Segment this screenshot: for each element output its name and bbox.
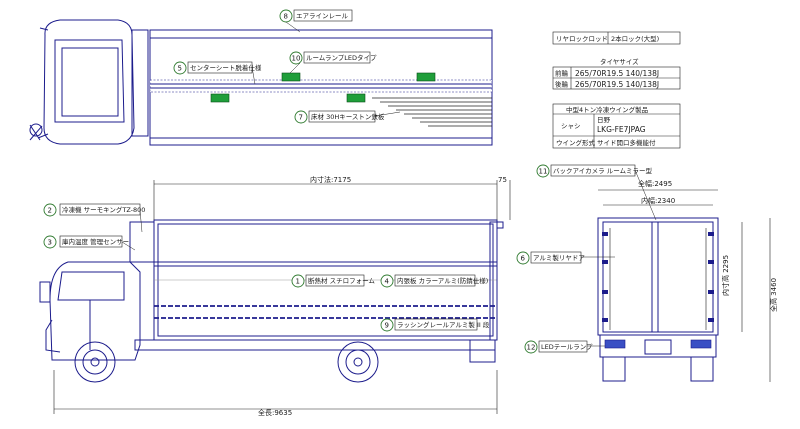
rear-wheel [337, 341, 379, 383]
callout-6: 6 アルミ製リヤドア [516, 251, 585, 265]
svg-text:バックアイカメラ ルームミラー型: バックアイカメラ ルームミラー型 [553, 166, 653, 175]
svg-text:センターシート脱着仕様: センターシート脱着仕様 [190, 63, 262, 72]
room-lamp [416, 72, 436, 82]
svg-text:12: 12 [527, 344, 536, 352]
svg-text:内張板 カラーアルミ(防錆仕様): 内張板 カラーアルミ(防錆仕様) [397, 276, 488, 285]
svg-text:シャシ: シャシ [561, 122, 581, 130]
callout-9: 9 ラッシングレールアルミ製 II 段 [380, 318, 490, 332]
svg-text:後輪: 後輪 [555, 80, 569, 89]
svg-text:日野: 日野 [597, 116, 611, 124]
dim-inner-width: 内幅:2340 [641, 196, 675, 205]
svg-text:サイド開口多機能付: サイド開口多機能付 [597, 138, 656, 147]
svg-text:床材 30Hキーストン鉄板: 床材 30Hキーストン鉄板 [311, 112, 385, 121]
svg-text:前輪: 前輪 [555, 69, 569, 78]
room-lamp [281, 72, 301, 82]
side-view [39, 219, 504, 383]
callout-7: 7 床材 30Hキーストン鉄板 [294, 110, 385, 124]
cab-top-view [29, 19, 149, 145]
dim-inner-height: 内寸高 2295 [721, 255, 730, 296]
svg-text:エアラインレール: エアラインレール [296, 12, 349, 20]
tail-lamp-right [690, 339, 712, 349]
cab-side-view [39, 261, 141, 361]
svg-text:LEDテールランプ: LEDテールランプ [541, 343, 593, 351]
tail-lamp-left [604, 339, 626, 349]
door-hinges [602, 232, 714, 322]
spec-vehicle-table: 中型4トン冷凍ウイング製品 シャシ 日野 LKG-FE7JPAG ウイング形式 … [552, 103, 681, 149]
svg-text:8: 8 [284, 13, 288, 21]
dim-inner-length: 内寸法:7175 [310, 175, 351, 184]
dim-overall-height: 全高 3460 [769, 278, 778, 312]
center-sheet-band [149, 79, 493, 93]
svg-text:LKG-FE7JPAG: LKG-FE7JPAG [597, 125, 646, 134]
room-lamp [210, 93, 230, 103]
callout-8: 8 エアラインレール [279, 9, 353, 23]
svg-text:リヤロックロッド: リヤロックロッド [556, 35, 608, 43]
svg-text:9: 9 [385, 322, 389, 330]
svg-text:ラッシングレールアルミ製 II 段: ラッシングレールアルミ製 II 段 [397, 320, 490, 329]
rear-view [597, 217, 719, 382]
svg-text:11: 11 [539, 168, 548, 176]
svg-text:断熱材 スチロフォーム: 断熱材 スチロフォーム [308, 276, 375, 285]
svg-text:10: 10 [292, 55, 301, 63]
chassis-frame [134, 339, 496, 351]
callout-4: 4 内張板 カラーアルミ(防錆仕様) [380, 274, 488, 288]
callout-3: 3 庫内温度 管理センサー [43, 235, 129, 249]
svg-text:庫内温度 管理センサー: 庫内温度 管理センサー [62, 237, 129, 246]
svg-text:7: 7 [299, 114, 303, 122]
svg-text:ルームランプLEDタイプ: ルームランプLEDタイプ [306, 53, 377, 62]
svg-text:6: 6 [521, 255, 526, 263]
svg-text:ウイング形式: ウイング形式 [556, 138, 596, 147]
callout-5: 5 センターシート脱着仕様 [173, 61, 262, 75]
svg-text:中型4トン冷凍ウイング製品: 中型4トン冷凍ウイング製品 [566, 105, 648, 114]
lashing-rails [154, 305, 497, 319]
callout-12: 12 LEDテールランプ [524, 340, 593, 354]
reefer-unit [129, 221, 155, 263]
leader-lines [121, 21, 657, 347]
room-lamp [346, 93, 366, 103]
spec-tire-table: タイヤサイズ 前輪 265/70R19.5 140/138J 後輪 265/70… [552, 57, 681, 90]
svg-text:1: 1 [296, 278, 300, 286]
dim-overall-length: 全長:9635 [258, 408, 292, 417]
svg-text:2: 2 [48, 207, 52, 215]
spec-lock-table: リヤロックロッド 2本ロック(大型) [552, 31, 681, 45]
svg-text:タイヤサイズ: タイヤサイズ [600, 57, 639, 66]
callout-10: 10 ルームランプLEDタイプ [289, 51, 377, 65]
svg-text:265/70R19.5 140/138J: 265/70R19.5 140/138J [575, 69, 659, 78]
svg-text:2本ロック(大型): 2本ロック(大型) [611, 34, 659, 43]
callout-1: 1 断熱材 スチロフォーム [291, 274, 375, 288]
dim-offset: 75 [498, 176, 507, 184]
dim-outer-width: 全幅:2495 [638, 179, 672, 188]
svg-text:4: 4 [385, 278, 390, 286]
callout-2: 2 冷凍機 サーモキングTZ-800 [43, 203, 145, 217]
top-view [29, 19, 493, 146]
camera-mount [496, 221, 504, 229]
svg-text:5: 5 [178, 65, 182, 73]
front-wheel [74, 341, 116, 383]
svg-text:冷凍機 サーモキングTZ-800: 冷凍機 サーモキングTZ-800 [62, 205, 145, 214]
svg-text:3: 3 [48, 239, 52, 247]
callout-11: 11 バックアイカメラ ルームミラー型 [536, 164, 653, 178]
keystone-floor-stripes [372, 97, 492, 127]
svg-text:アルミ製リヤドア: アルミ製リヤドア [533, 253, 585, 262]
svg-text:265/70R19.5 140/138J: 265/70R19.5 140/138J [575, 80, 659, 89]
dimension-lines [53, 180, 771, 414]
